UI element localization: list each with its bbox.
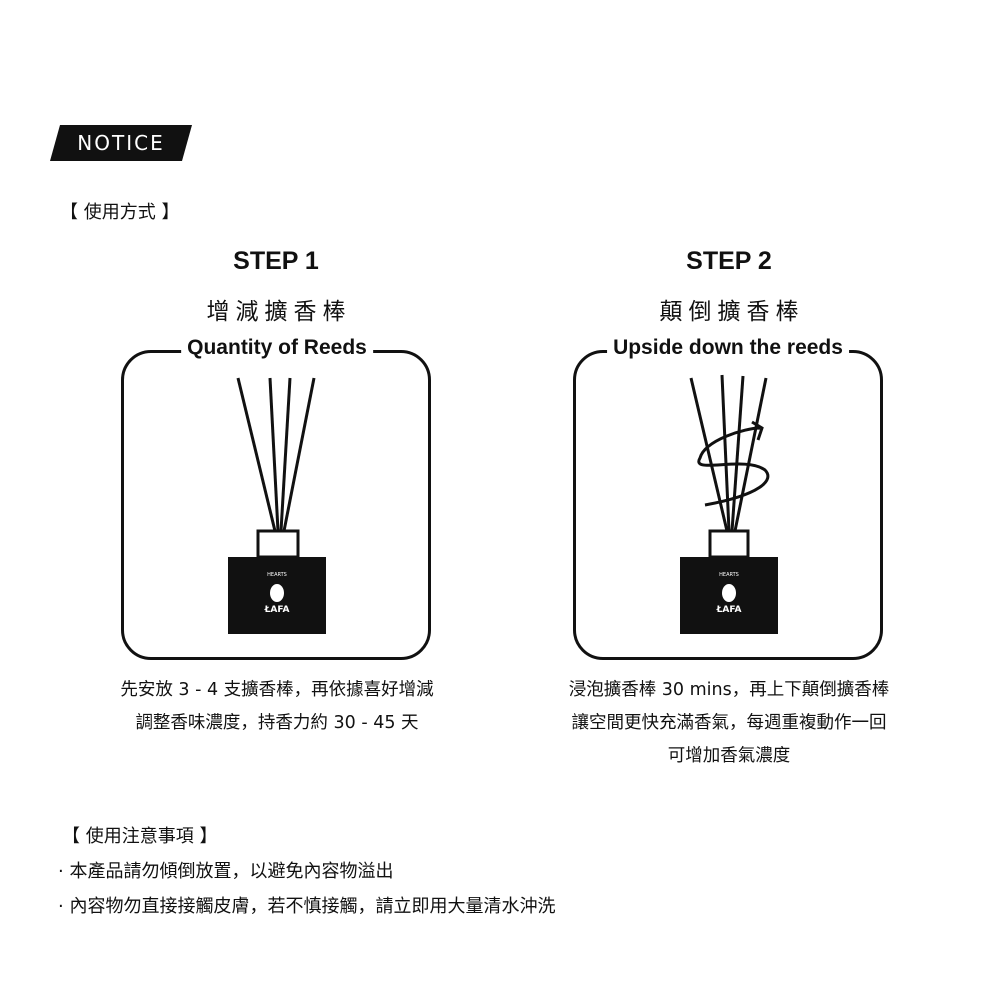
notice-banner: NOTICE — [50, 125, 192, 161]
desc-line: 可增加香氣濃度 — [667, 746, 791, 766]
diffuser-icon-step1 — [228, 377, 326, 634]
step2-label: Upside down the reeds — [607, 336, 849, 360]
step1-description: 先安放 3 - 4 支擴香棒，再依據喜好增減 調整香味濃度，持香力約 30 - … — [57, 674, 497, 740]
caution-item: · 內容物勿直接接觸皮膚，若不慎接觸，請立即用大量清水沖洗 — [58, 896, 556, 917]
step2-title: STEP 2 — [686, 247, 772, 275]
usage-heading: 【 使用方式 】 — [60, 202, 180, 223]
diffuser-icon-step2 — [680, 374, 778, 634]
logo-top-text-2: HEARTS — [719, 572, 739, 578]
brand-logo — [270, 584, 736, 602]
step1-title: STEP 1 — [233, 247, 319, 275]
rotate-arrow-icon — [697, 420, 770, 507]
logo-brand-text: ŁAFA — [264, 605, 290, 615]
step2-description: 浸泡擴香棒 30 mins，再上下顛倒擴香棒 讓空間更快充滿香氣，每週重複動作一… — [509, 674, 949, 773]
desc-line: 讓空間更快充滿香氣，每週重複動作一回 — [571, 713, 887, 733]
desc-line: 調整香味濃度，持香力約 30 - 45 天 — [135, 713, 419, 733]
desc-line: 先安放 3 - 4 支擴香棒，再依據喜好增減 — [120, 680, 434, 700]
step2-subtitle: 顛倒擴香棒 — [659, 299, 805, 325]
desc-line: 浸泡擴香棒 30 mins，再上下顛倒擴香棒 — [568, 680, 890, 700]
caution-heading: 【 使用注意事項 】 — [62, 826, 218, 847]
step1-label: Quantity of Reeds — [181, 336, 373, 360]
logo-top-text: HEARTS — [267, 572, 287, 578]
logo-brand-text-2: ŁAFA — [716, 605, 742, 615]
step1-subtitle: 增減擴香棒 — [206, 299, 352, 325]
caution-item: · 本產品請勿傾倒放置，以避免內容物溢出 — [58, 861, 394, 882]
